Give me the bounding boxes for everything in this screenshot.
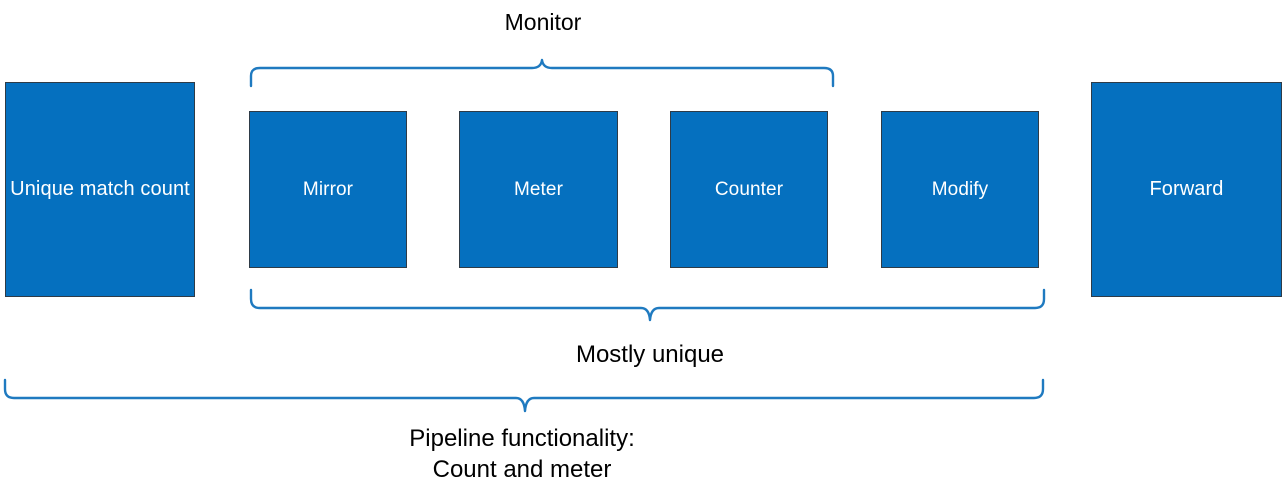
box-label-meter: Meter (513, 178, 564, 200)
pipeline-functionality-label: Pipeline functionality: Count and meter (409, 425, 635, 484)
box-meter[interactable]: Meter (459, 111, 618, 268)
box-unique-match-count[interactable]: Unique match count (5, 82, 195, 297)
mostly-unique-label: Mostly unique (575, 341, 725, 368)
pipeline-functionality-brace (3, 378, 1045, 422)
box-label-counter: Counter (714, 178, 784, 200)
mostly-unique-brace (249, 288, 1046, 330)
box-forward[interactable]: Forward (1091, 82, 1282, 297)
box-label-mirror: Mirror (302, 178, 354, 200)
box-modify[interactable]: Modify (881, 111, 1039, 268)
box-label-modify: Modify (931, 178, 989, 200)
box-label-unique-match-count: Unique match count (10, 178, 190, 200)
monitor-brace (249, 58, 835, 88)
box-label-forward: Forward (1149, 178, 1224, 200)
box-mirror[interactable]: Mirror (249, 111, 407, 268)
box-counter[interactable]: Counter (670, 111, 828, 268)
monitor-label: Monitor (504, 9, 582, 35)
